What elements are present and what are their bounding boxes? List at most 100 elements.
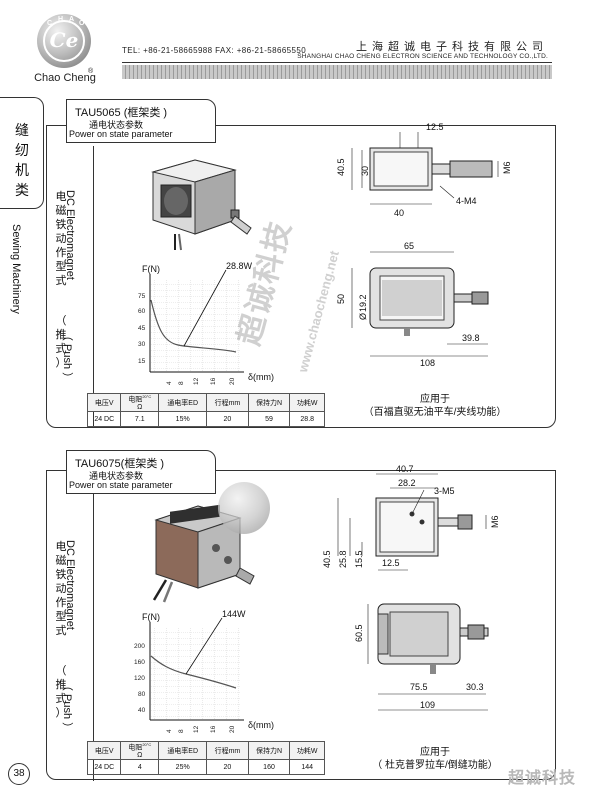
company-name-cn: 上海超诚电子科技有限公司	[356, 41, 548, 53]
cell-resistance: 4	[120, 759, 160, 776]
x-tick: 12	[193, 377, 200, 385]
dim-28-2: 28.2	[398, 478, 416, 488]
table-row: 24 DC 4 25% 20 160 144	[86, 759, 325, 776]
force-stroke-graph: F(N) 144W δ(mm) 200 160 120 80 40 4 8 12…	[134, 609, 274, 733]
company-logo: Ce C H A O Chao Cheng ®	[30, 14, 100, 94]
dim-40-5: 40.5	[336, 158, 346, 176]
category-label-cn: 缝纫机类	[15, 122, 29, 198]
company-name-en: SHANGHAI CHAO CHENG ELECTRON SCIENCE AND…	[297, 53, 548, 60]
dim-65: 65	[404, 241, 414, 251]
x-tick: 20	[229, 725, 236, 733]
header-holding-force: 保持力N	[247, 392, 291, 413]
product-title-box: TAU5065 (框架类 ) 通电状态参数 Power on state par…	[66, 99, 216, 143]
x-axis-label: δ(mm)	[248, 720, 274, 730]
dim-40-7: 40.7	[396, 464, 414, 474]
registered-mark: ®	[88, 68, 94, 75]
y-tick: 200	[134, 643, 145, 650]
dim-4-m4: 4-M4	[456, 196, 477, 206]
product-model: TAU6075(框架类 )	[75, 458, 165, 470]
y-tick: 80	[138, 691, 146, 698]
application-title: 应用于	[420, 747, 450, 758]
cell-stroke: 20	[206, 759, 249, 776]
action-type-cn: 电磁铁动作型式	[55, 541, 67, 637]
dim-108: 108	[420, 358, 435, 368]
param-title-en: Power on state parameter	[69, 129, 173, 139]
dim-50: 50	[336, 294, 346, 304]
page-number: 38	[8, 763, 30, 785]
cell-holding-force: 59	[247, 411, 291, 428]
push-type-en: （ Push ）	[61, 680, 73, 734]
push-type-cn: （ 推 式 ）	[55, 315, 67, 369]
power-label: 144W	[222, 609, 246, 619]
logo-letter: H	[58, 16, 64, 23]
watermark-logo	[218, 482, 270, 534]
dimension-drawing-top: 65 50 Ø 19.2 39.8 108	[336, 241, 489, 368]
dim-12-5: 12.5	[382, 558, 400, 568]
dim-m6: M6	[490, 515, 500, 528]
cell-holding-force: 160	[247, 759, 291, 776]
category-tab	[0, 97, 44, 209]
application-note: 应用于 （ 杜克普罗拉车/倒缝功能）	[360, 746, 510, 772]
header-power: 功耗W	[289, 392, 325, 413]
x-tick: 4	[166, 381, 173, 385]
dim-3-m5: 3-M5	[434, 486, 455, 496]
header-band	[122, 65, 552, 79]
push-type-en: （ Push ）	[61, 330, 73, 384]
logo-letter: A	[69, 16, 75, 23]
x-tick: 4	[166, 729, 173, 733]
force-stroke-graph: F(N) 28.8W δ(mm) 75 60 45 30 15 4 8 12 1…	[138, 261, 274, 385]
push-type-cn: （ 推 式 ）	[55, 665, 67, 719]
dim-109: 109	[420, 700, 435, 710]
application-title: 应用于	[420, 394, 450, 405]
header-voltage: 电压V	[86, 392, 122, 413]
dim-30-3: 30.3	[466, 682, 484, 692]
header-stroke: 行程mm	[206, 392, 249, 413]
y-tick: 160	[134, 659, 145, 666]
application-text: （ 杜克普罗拉车/倒缝功能）	[372, 760, 498, 771]
dim-39-8: 39.8	[462, 333, 480, 343]
power-label: 28.8W	[226, 261, 253, 271]
y-tick: 60	[138, 308, 146, 315]
table-row: 24 DC 7.1 15% 20 59 28.8	[86, 411, 325, 428]
action-type-en: DC Electromagnet	[64, 540, 76, 630]
dim-phi: Ø	[358, 313, 368, 320]
panel-divider	[93, 491, 94, 781]
product-photo-tau6075	[152, 504, 255, 603]
dim-75-5: 75.5	[410, 682, 428, 692]
logo-letter: C	[47, 20, 53, 27]
x-tick: 8	[178, 381, 185, 385]
cell-stroke: 20	[206, 411, 249, 428]
application-note: 应用于 （百福直驱无油平车/夹线功能）	[360, 393, 510, 419]
product-panel-tau6075	[46, 470, 556, 781]
logo-ring	[43, 20, 85, 62]
param-title-cn: 通电状态参数	[89, 120, 144, 130]
dimension-drawing-side: 40.7 28.2 3-M5 40.5 25.8 15.5 12.5 M6	[322, 464, 500, 571]
x-tick: 12	[193, 725, 200, 733]
dim-12-5: 12.5	[426, 122, 444, 132]
y-tick: 15	[138, 358, 146, 365]
action-type-en: DC Electromagnet	[64, 190, 76, 280]
y-tick: 30	[138, 341, 146, 348]
x-tick: 16	[210, 725, 217, 733]
x-tick: 16	[210, 377, 217, 385]
cell-duty-cycle: 15%	[158, 411, 208, 428]
product-panel-tau5065	[46, 125, 556, 428]
x-axis-label: δ(mm)	[248, 372, 274, 382]
category-label-en-wrap: Sewing Machinery	[2, 224, 42, 334]
category-label-en: Sewing Machinery	[10, 224, 22, 314]
y-axis-label: F(N)	[142, 612, 160, 622]
header-stroke: 行程mm	[206, 740, 249, 761]
param-title-cn: 通电状态参数	[89, 471, 144, 481]
header-holding-force: 保持力N	[247, 740, 291, 761]
dim-m6: M6	[502, 161, 512, 174]
dim-40-5: 40.5	[322, 550, 332, 568]
dimension-drawing-side: 12.5 40.5 30 40 M6 4-M4	[336, 122, 512, 218]
logo-text: Chao Cheng	[34, 72, 96, 84]
action-type-label: 电磁铁动作型式 DC Electromagnet （ 推 式 ） （ Push …	[48, 540, 92, 760]
